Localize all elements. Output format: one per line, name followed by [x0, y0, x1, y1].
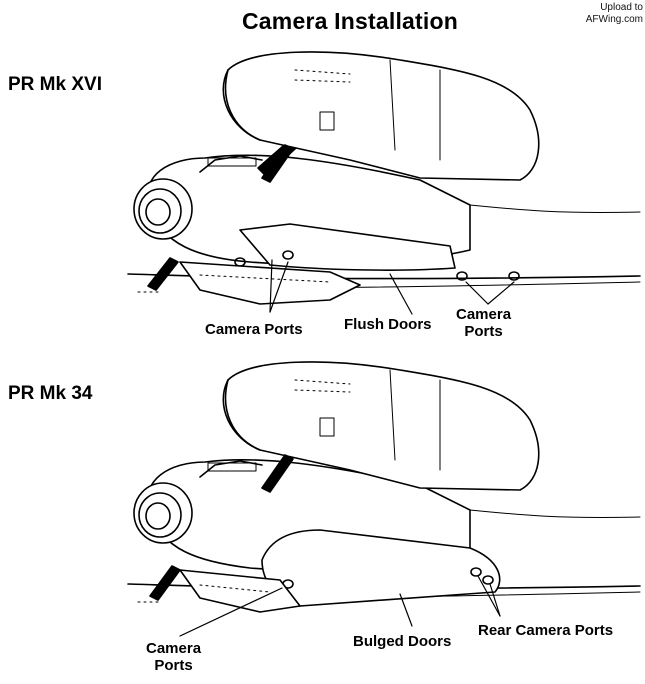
label-line: Camera: [456, 306, 512, 323]
label-flush-doors: Flush Doors: [344, 316, 432, 333]
label-camera-ports-mk-34: Camera Ports: [146, 640, 201, 674]
watermark-line-2: AFWing.com: [585, 14, 643, 25]
label-camera-ports-rear-mk-xvi: Camera Ports: [456, 306, 511, 340]
camera-port-2: [282, 250, 294, 260]
label-line: Ports: [154, 657, 193, 674]
label-bulged-doors: Bulged Doors: [353, 633, 452, 650]
camera-port-rear-1: [456, 271, 468, 281]
page-title: Camera Installation: [242, 8, 458, 34]
watermark-line-1: Upload to: [600, 2, 643, 13]
variant-title-mk-34: PR Mk 34: [8, 383, 93, 404]
rear-camera-port-2: [482, 575, 494, 585]
label-rear-camera-ports: Rear Camera Ports: [478, 622, 614, 639]
flush-doors-panel: [239, 223, 456, 271]
variant-title-mk-xvi: PR Mk XVI: [8, 74, 102, 95]
watermark: Upload to AFWing.com: [586, 2, 643, 26]
camera-port-rear-2: [508, 271, 520, 281]
label-camera-ports-mk-xvi: Camera Ports: [205, 321, 303, 338]
rear-camera-port-1: [470, 567, 482, 577]
spinner: [133, 482, 193, 544]
label-line: Ports: [464, 323, 503, 340]
label-line: Camera: [146, 640, 202, 657]
